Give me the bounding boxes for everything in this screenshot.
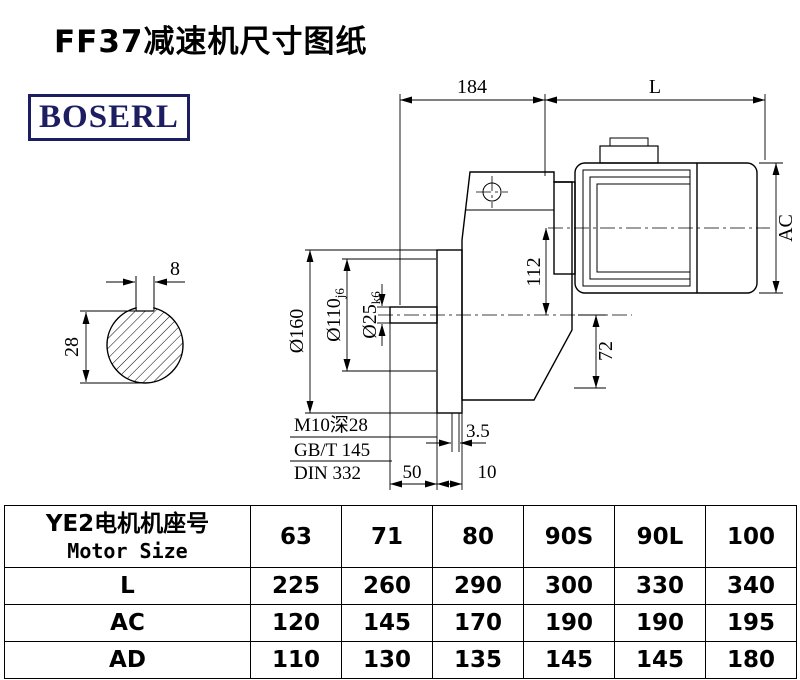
table-cell: 300 bbox=[523, 567, 615, 605]
motor-size-header: YE2电机机座号 Motor Size bbox=[4, 505, 251, 568]
table-cell: 180 bbox=[705, 641, 797, 679]
page-title: FF37减速机尺寸图纸 bbox=[54, 24, 368, 60]
dim-d25-main: Ø25 bbox=[359, 304, 381, 338]
keyway-height-label: 28 bbox=[61, 337, 83, 357]
table-cell: 110 bbox=[250, 641, 342, 679]
table-row: AD 110 130 135 145 145 180 bbox=[4, 641, 797, 679]
table-cell: 71 bbox=[341, 505, 433, 568]
dim-d160-label: Ø160 bbox=[286, 309, 308, 353]
table-cell: 100 bbox=[705, 505, 797, 568]
table-cell: 190 bbox=[614, 604, 706, 642]
dim-L-label: L bbox=[649, 76, 661, 98]
table-row: L 225 260 290 300 330 340 bbox=[4, 567, 797, 605]
dim-d110-tol: j6 bbox=[332, 288, 347, 300]
table-cell: 340 bbox=[705, 567, 797, 605]
motor-size-label-en: Motor Size bbox=[67, 538, 188, 563]
table-cell: 290 bbox=[432, 567, 524, 605]
note-m10-label: M10深28 bbox=[294, 414, 368, 436]
dim-d25-label: Ø25k6 bbox=[359, 291, 383, 339]
technical-drawing: 184 L AC 112 72 Ø160 Ø110j6 Ø25k6 8 28 M… bbox=[61, 76, 797, 490]
dim-72-label: 72 bbox=[595, 341, 617, 361]
table-cell: 145 bbox=[523, 641, 615, 679]
boserl-logo: BOSERL bbox=[28, 94, 190, 141]
output-flange bbox=[436, 249, 463, 414]
table-cell: 260 bbox=[341, 567, 433, 605]
table-cell: 90L bbox=[614, 505, 706, 568]
table-cell: 90S bbox=[523, 505, 615, 568]
row-label-AD: AD bbox=[4, 641, 251, 679]
housing bbox=[461, 171, 573, 401]
dim-184-label: 184 bbox=[457, 76, 487, 98]
dim-112-label: 112 bbox=[523, 257, 545, 286]
table-cell: 145 bbox=[614, 641, 706, 679]
row-label-L: L bbox=[4, 567, 251, 605]
dim-d25-tol: k6 bbox=[368, 291, 383, 305]
note-gbt-label: GB/T 145 bbox=[294, 440, 370, 461]
dim-d110-main: Ø110 bbox=[323, 298, 345, 342]
row-label-AC: AC bbox=[4, 604, 251, 642]
table-cell: 330 bbox=[614, 567, 706, 605]
motor-size-label-cn: YE2电机机座号 bbox=[45, 511, 210, 538]
shaft-cross-section bbox=[106, 276, 184, 384]
boserl-logo-text: BOSERL bbox=[39, 99, 179, 135]
dim-50-label: 50 bbox=[403, 462, 422, 483]
dim-10-label: 10 bbox=[478, 462, 497, 483]
table-cell: 225 bbox=[250, 567, 342, 605]
dim-d110-label: Ø110j6 bbox=[323, 288, 347, 342]
table-cell: 130 bbox=[341, 641, 433, 679]
table-cell: 170 bbox=[432, 604, 524, 642]
table-row: AC 120 145 170 190 190 195 bbox=[4, 604, 797, 642]
dim-AC-label: AC bbox=[775, 214, 797, 242]
dimension-lines bbox=[290, 94, 783, 490]
dimension-table: YE2电机机座号 Motor Size 63 71 80 90S 90L 100… bbox=[4, 505, 797, 679]
table-cell: 145 bbox=[341, 604, 433, 642]
table-cell: 120 bbox=[250, 604, 342, 642]
table-cell: 135 bbox=[432, 641, 524, 679]
table-cell: 190 bbox=[523, 604, 615, 642]
table-cell: 63 bbox=[250, 505, 342, 568]
terminal-box bbox=[599, 145, 659, 164]
cross-section-dimension-lines bbox=[80, 278, 185, 384]
keyway-width-label: 8 bbox=[170, 258, 180, 280]
table-header-row: YE2电机机座号 Motor Size 63 71 80 90S 90L 100 bbox=[4, 505, 797, 568]
shaft-section-circle bbox=[106, 306, 184, 384]
note-din-label: DIN 332 bbox=[294, 463, 361, 484]
table-cell: 80 bbox=[432, 505, 524, 568]
table-cell: 195 bbox=[705, 604, 797, 642]
gearbox-outline bbox=[389, 171, 576, 414]
dim-3-5-label: 3.5 bbox=[466, 421, 490, 442]
motor-outline bbox=[574, 137, 758, 294]
dimension-labels: 184 L AC 112 72 Ø160 Ø110j6 Ø25k6 8 28 M… bbox=[61, 76, 797, 484]
